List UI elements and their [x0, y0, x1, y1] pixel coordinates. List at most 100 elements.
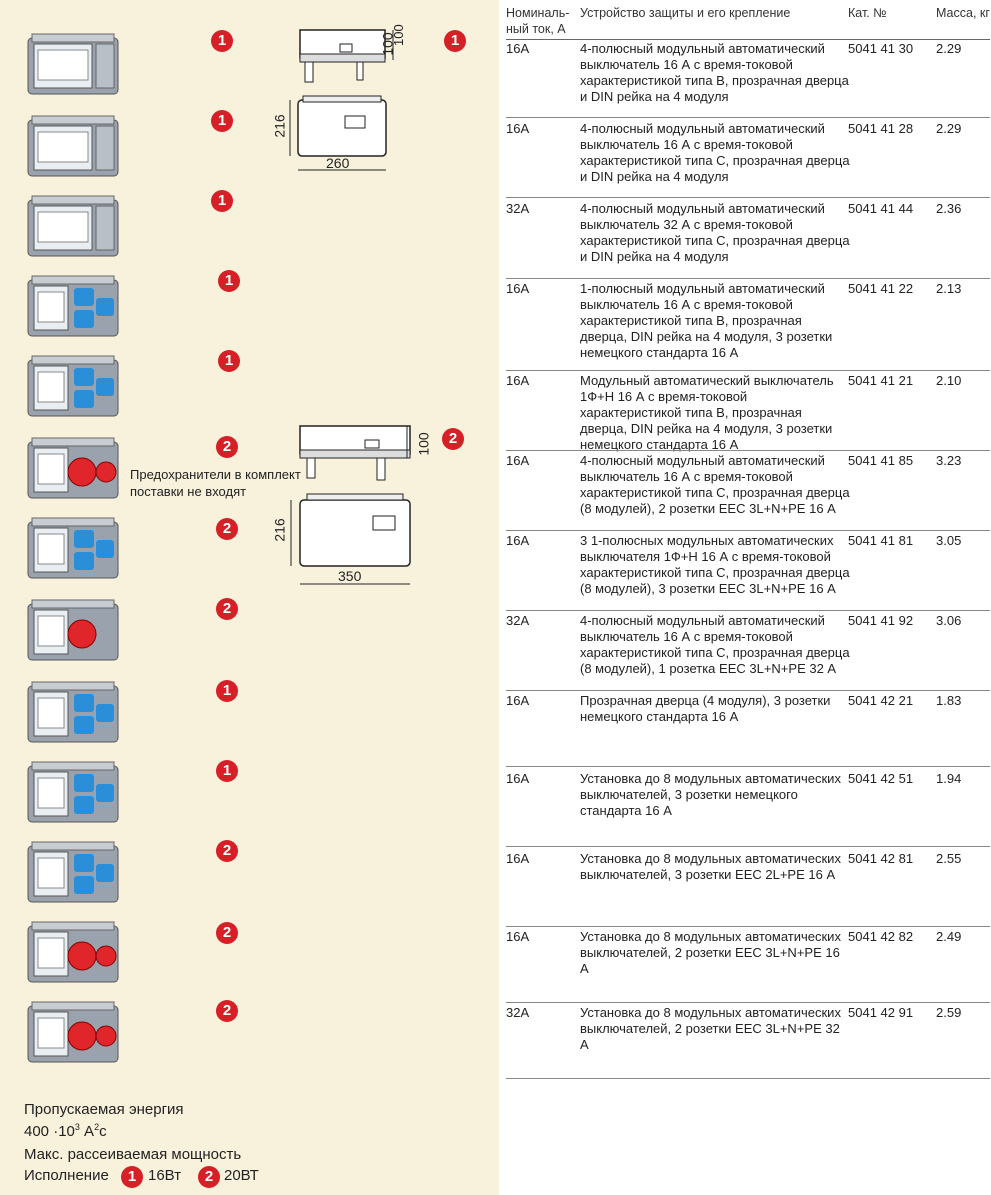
- variant-badge-drawing-bottom: 2: [442, 428, 464, 450]
- variant-badge: 1: [211, 30, 233, 52]
- row-mass: 2.13: [936, 281, 962, 296]
- row-divider: [506, 610, 990, 611]
- row-catalog-number: 5041 41 81: [848, 533, 914, 548]
- drawing-top-width-label: 260: [326, 155, 350, 171]
- row-description: Установка до 8 модульных автоматических …: [580, 1005, 841, 1052]
- product-image: [24, 110, 124, 187]
- row-description: Прозрачная дверца (4 модуля), 3 розетки …: [580, 693, 831, 724]
- row-mass: 2.29: [936, 41, 962, 56]
- product-image: [24, 916, 124, 993]
- header-device: Устройство защиты и его крепление: [580, 6, 791, 20]
- row-mass: 2.36: [936, 201, 962, 216]
- variant-badge-legend-1: 1: [121, 1166, 143, 1188]
- product-image: [24, 836, 124, 913]
- row-current: 16A: [506, 929, 530, 944]
- drawing-bottom-width-label: 350: [338, 568, 362, 584]
- row-mass: 2.49: [936, 929, 962, 944]
- row-mass: 2.29: [936, 121, 962, 136]
- row-divider: [506, 530, 990, 531]
- row-catalog-number: 5041 42 91: [848, 1005, 914, 1020]
- row-description: 4-полюсный модульный автоматический выкл…: [580, 613, 850, 676]
- variant-1-power: 16Вт: [148, 1167, 182, 1184]
- row-current: 16A: [506, 453, 530, 468]
- row-description: Установка до 8 модульных автоматических …: [580, 771, 841, 818]
- svg-text:100: 100: [391, 24, 406, 46]
- fuses-note: Предохранители в комплект поставки не вх…: [130, 467, 301, 499]
- product-image: [24, 190, 124, 267]
- drawing-top-depth-label: 216: [271, 114, 288, 138]
- row-catalog-number: 5041 41 44: [848, 201, 914, 216]
- row-description: 4-полюсный модульный автоматический выкл…: [580, 121, 850, 184]
- variant-badge-drawing-top: 1: [444, 30, 466, 52]
- variant-badge: 2: [216, 518, 238, 540]
- row-catalog-number: 5041 42 82: [848, 929, 914, 944]
- row-description: Установка до 8 модульных автоматических …: [580, 851, 841, 882]
- row-current: 16A: [506, 693, 530, 708]
- variant-badge: 1: [218, 350, 240, 372]
- row-mass: 3.06: [936, 613, 962, 628]
- row-divider: [506, 846, 990, 847]
- row-description: Модульный автоматический выключатель 1Ф+…: [580, 373, 834, 452]
- row-current: 16A: [506, 851, 530, 866]
- row-divider: [506, 370, 990, 371]
- row-divider: [506, 690, 990, 691]
- product-image: [24, 350, 124, 427]
- row-description: Установка до 8 модульных автоматических …: [580, 929, 841, 976]
- row-divider: [506, 1002, 990, 1003]
- row-divider: [506, 766, 990, 767]
- row-divider: [506, 278, 990, 279]
- row-current: 16A: [506, 533, 530, 548]
- table-header-divider: [506, 39, 990, 40]
- table-panel: [499, 0, 991, 1195]
- row-mass: 1.94: [936, 771, 962, 786]
- power-label: Макс. рассеиваемая мощность: [24, 1146, 242, 1163]
- row-catalog-number: 5041 41 22: [848, 281, 914, 296]
- row-description: 4-полюсный модульный автоматический выкл…: [580, 453, 850, 516]
- row-divider: [506, 926, 990, 927]
- row-catalog-number: 5041 42 21: [848, 693, 914, 708]
- row-mass: 2.10: [936, 373, 962, 388]
- product-image: [24, 996, 124, 1073]
- product-image: [24, 594, 124, 671]
- variant-badge: 1: [218, 270, 240, 292]
- variant-badge: 2: [216, 1000, 238, 1022]
- product-image: [24, 756, 124, 833]
- row-catalog-number: 5041 42 81: [848, 851, 914, 866]
- row-current: 32A: [506, 1005, 530, 1020]
- energy-value: 400 ·103 А2с: [24, 1122, 107, 1140]
- variant-badge: 2: [216, 436, 238, 458]
- header-mass: Масса, кг: [936, 6, 990, 20]
- product-image: [24, 270, 124, 347]
- product-image: [24, 432, 124, 509]
- product-image: [24, 676, 124, 753]
- variant-badge: 2: [216, 922, 238, 944]
- row-current: 16A: [506, 771, 530, 786]
- row-catalog-number: 5041 42 51: [848, 771, 914, 786]
- row-current: 16A: [506, 373, 530, 388]
- row-mass: 3.23: [936, 453, 962, 468]
- drawing-top-height-label: 100: [379, 32, 396, 56]
- variant-badge: 1: [211, 190, 233, 212]
- row-current: 16A: [506, 41, 530, 56]
- product-image: [24, 512, 124, 589]
- row-divider: [506, 197, 990, 198]
- drawing-bottom-height-label: 100: [415, 432, 432, 456]
- row-current: 16A: [506, 281, 530, 296]
- header-current: Номиналь-ный ток, А: [506, 6, 570, 36]
- dimension-drawing-small: 100: [289, 24, 406, 171]
- row-mass: 2.55: [936, 851, 962, 866]
- row-catalog-number: 5041 41 21: [848, 373, 914, 388]
- row-mass: 1.83: [936, 693, 962, 708]
- row-catalog-number: 5041 41 28: [848, 121, 914, 136]
- variant-2-power: 20ВТ: [224, 1167, 259, 1184]
- energy-label: Пропускаемая энергия: [24, 1101, 184, 1118]
- dimension-drawing-large: [290, 425, 411, 585]
- variant-badge: 1: [216, 680, 238, 702]
- exec-label: Исполнение: [24, 1167, 109, 1184]
- exec-row: Исполнение 1 16Вт 2 20ВТ: [24, 1166, 284, 1191]
- row-mass: 2.59: [936, 1005, 962, 1020]
- row-divider: [506, 117, 990, 118]
- row-current: 16A: [506, 121, 530, 136]
- row-current: 32A: [506, 613, 530, 628]
